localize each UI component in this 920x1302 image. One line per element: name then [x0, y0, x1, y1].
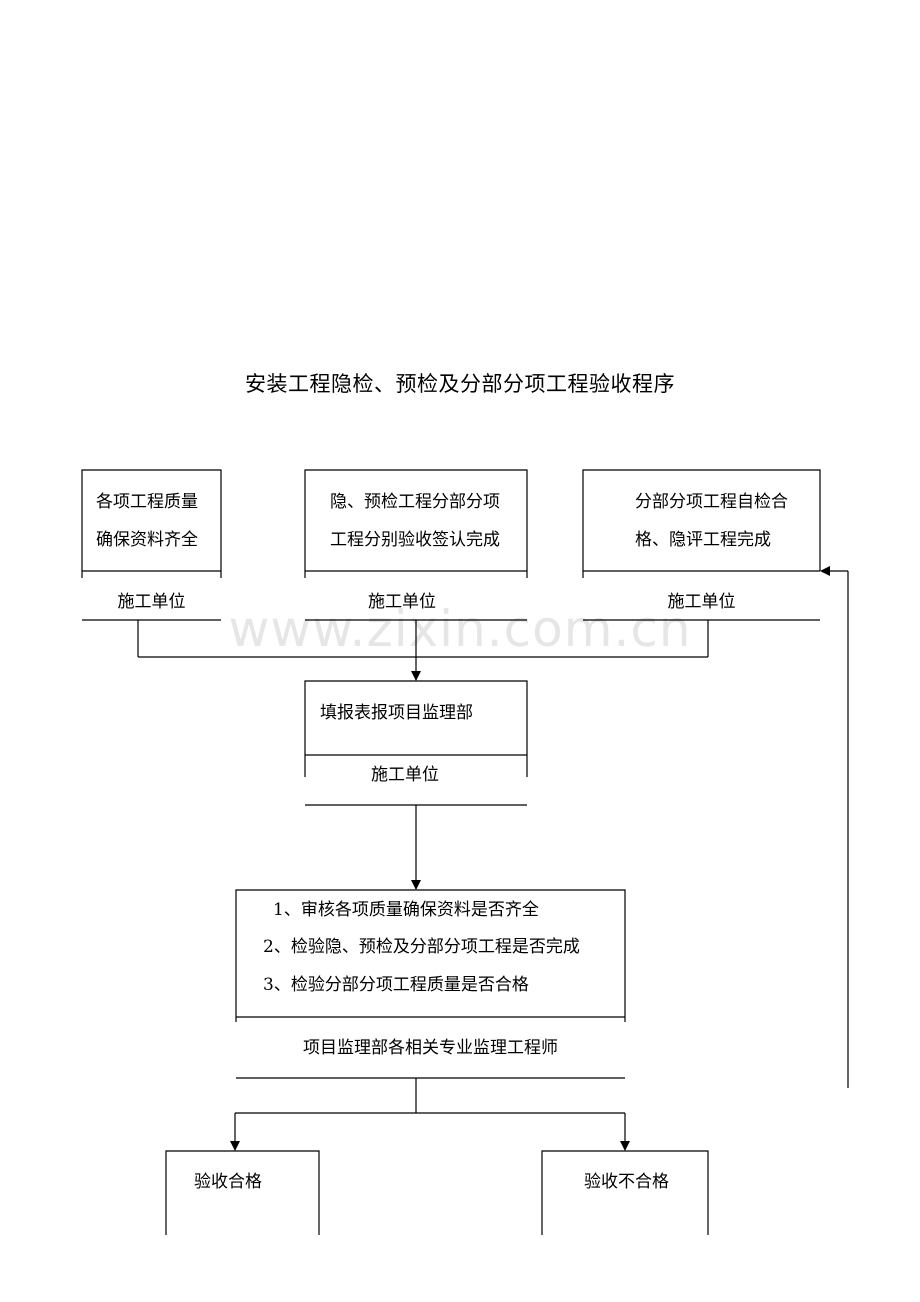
review-item-2: 2、检验隐、预检及分部分项工程是否完成: [263, 937, 580, 957]
pass-box-frame: [165, 1150, 320, 1235]
result-fail-text: 验收不合格: [584, 1172, 669, 1192]
diagram-title: 安装工程隐检、预检及分部分项工程验收程序: [245, 372, 675, 396]
box-3-line-2: 格、隐评工程完成: [635, 530, 771, 550]
box-2-label: 施工单位: [368, 592, 436, 612]
review-item-1: 1、审核各项质量确保资料是否齐全: [273, 900, 539, 920]
box-3-frame: [582, 469, 821, 578]
box-1-label: 施工单位: [117, 592, 186, 612]
review-box-frame: [235, 889, 626, 1022]
review-box-label: 项目监理部各相关专业监理工程师: [303, 1038, 558, 1058]
box-2-frame: [304, 469, 528, 578]
box-1-frame: [81, 469, 222, 578]
fail-box-frame: [541, 1150, 709, 1235]
box-1-line-1: 各项工程质量: [96, 492, 198, 512]
box-1-line-2: 确保资料齐全: [96, 530, 198, 550]
box-2-line-1: 隐、预检工程分部分项: [330, 492, 500, 512]
box-3-label: 施工单位: [667, 592, 736, 612]
submit-box-text: 填报表报项目监理部: [320, 703, 473, 723]
box-2-line-2: 工程分别验收签认完成: [330, 530, 500, 550]
submit-box-label: 施工单位: [371, 765, 439, 785]
box-3-line-1: 分部分项工程自检合: [635, 492, 788, 512]
review-item-3: 3、检验分部分项工程质量是否合格: [263, 975, 529, 995]
submit-box-frame: [304, 680, 528, 777]
watermark-text: www.zixin.com.cn: [228, 600, 692, 658]
result-pass-text: 验收合格: [194, 1172, 262, 1192]
